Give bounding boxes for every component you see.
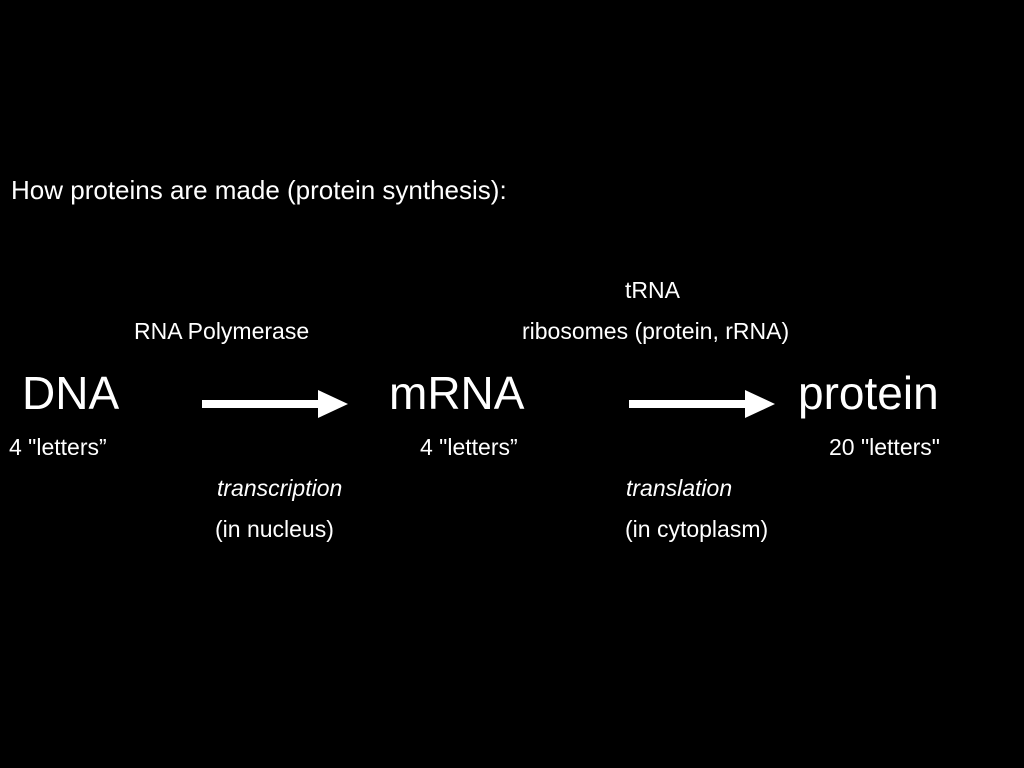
transcription-location: (in nucleus)	[215, 516, 334, 542]
trna-label: tRNA	[625, 277, 680, 303]
mrna-letters: 4 "letters”	[420, 434, 518, 460]
slide-title: How proteins are made (protein synthesis…	[11, 175, 507, 205]
translation-location: (in cytoplasm)	[625, 516, 769, 542]
dna-label: DNA	[22, 367, 120, 419]
transcription-arrow-icon	[202, 390, 348, 418]
translation-arrow-icon	[629, 390, 775, 418]
transcription-label: transcription	[217, 475, 343, 501]
protein-label: protein	[798, 367, 939, 419]
ribosomes-label: ribosomes (protein, rRNA)	[522, 318, 790, 344]
dna-letters: 4 "letters”	[9, 434, 107, 460]
rna-polymerase-label: RNA Polymerase	[134, 318, 310, 344]
mrna-label: mRNA	[389, 367, 525, 419]
protein-letters: 20 "letters"	[829, 434, 940, 460]
translation-label: translation	[626, 475, 733, 501]
